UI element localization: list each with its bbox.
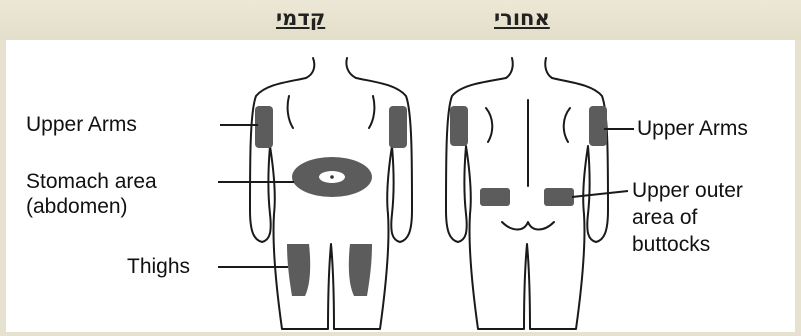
thigh-left-site: [287, 244, 310, 296]
front-body-outline: [250, 78, 412, 329]
back-neck-left: [506, 58, 513, 78]
front-neck-right: [346, 58, 356, 78]
label-upper-arms-right: Upper Arms: [637, 117, 748, 141]
buttocks-curve: [502, 222, 554, 230]
back-upper-arm-left-site: [450, 106, 468, 146]
back-neck-right: [545, 58, 552, 78]
back-shoulder-blade-right: [564, 108, 570, 142]
back-upper-arm-right-site: [589, 106, 607, 146]
front-chest-right: [369, 96, 374, 128]
front-chest-left: [288, 96, 293, 128]
label-upper-arms-left: Upper Arms: [26, 113, 137, 137]
label-buttocks: buttocks: [632, 233, 710, 257]
label-thighs: Thighs: [127, 255, 190, 279]
buttock-right-site: [544, 188, 574, 206]
back-shoulder-blade-left: [486, 108, 492, 142]
label-abdomen: (abdomen): [26, 195, 128, 219]
front-upper-arm-right-site: [389, 106, 407, 148]
label-stomach-area: Stomach area: [26, 170, 157, 194]
buttock-left-site: [480, 188, 510, 206]
thigh-right-site: [349, 244, 372, 296]
navel-icon: [330, 175, 334, 179]
front-neck-left: [306, 58, 314, 78]
leader-buttocks: [572, 191, 628, 197]
label-upper-outer: Upper outer: [632, 179, 743, 203]
label-area-of: area of: [632, 206, 697, 230]
front-upper-arm-left-site: [255, 106, 273, 148]
back-body-figure: [446, 58, 608, 329]
